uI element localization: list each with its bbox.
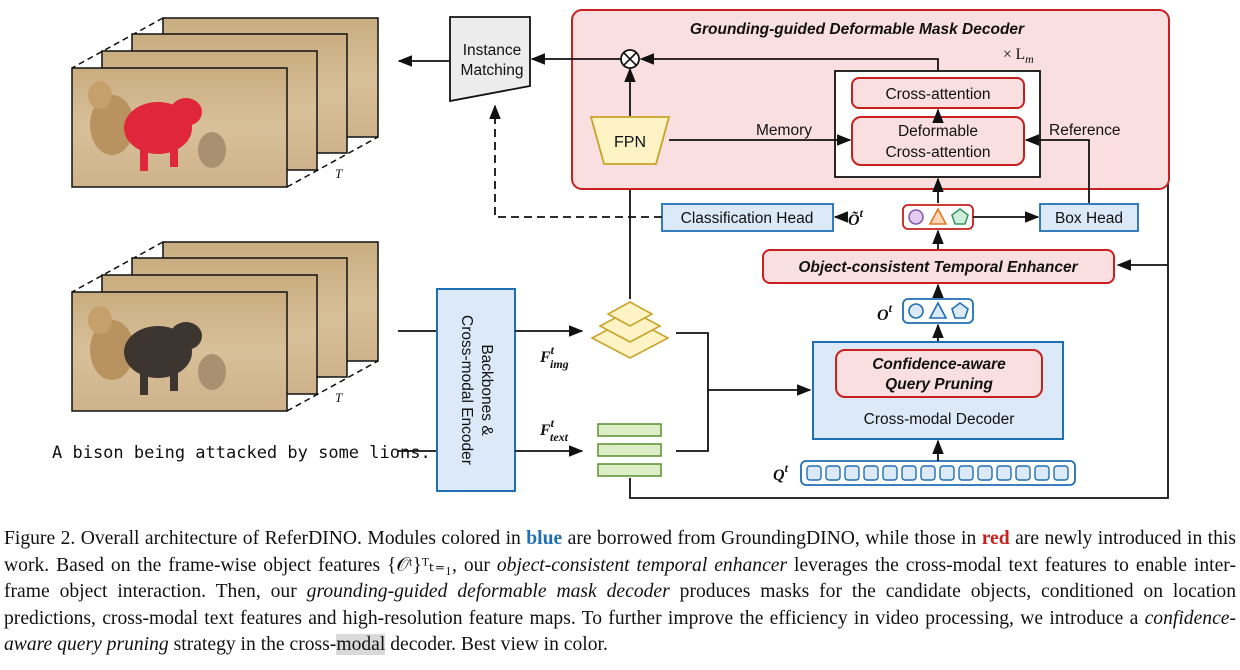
text-prompt: A bison being attacked by some lions. xyxy=(52,443,431,463)
image-feature-pyramid-icon xyxy=(590,301,670,359)
caption-emphasis: confidence-aware query pruning xyxy=(4,607,1236,656)
arrow xyxy=(1024,134,1090,203)
lion-silhouette xyxy=(88,306,134,380)
dashed-arrow xyxy=(489,104,662,218)
fpn-label: FPN xyxy=(614,134,646,151)
query-token-icon xyxy=(825,465,841,481)
circle-token-icon xyxy=(908,209,924,225)
query-token-icon xyxy=(996,465,1012,481)
circle-token-icon xyxy=(908,303,924,319)
cross-attention-box xyxy=(851,77,1025,109)
query-tokens xyxy=(806,465,1069,481)
arrow xyxy=(676,390,709,452)
arrow xyxy=(639,53,939,70)
query-token-icon xyxy=(977,465,993,481)
query-label: Qt xyxy=(773,461,789,484)
query-token-icon xyxy=(863,465,879,481)
enhanced-object-label: Õt xyxy=(848,206,864,229)
box-head-box xyxy=(1039,203,1139,232)
mask-decoder-title: Grounding-guided Deformable Mask Decoder xyxy=(690,21,1025,38)
cross-modal-decoder-label: Cross-modal Decoder xyxy=(864,411,1015,428)
query-token-icon xyxy=(1034,465,1050,481)
triangle-token-icon xyxy=(928,301,948,319)
triangle-token-icon xyxy=(928,207,948,225)
query-token-icon xyxy=(958,465,974,481)
lion-silhouette xyxy=(198,354,226,390)
instance-matching-line2: Matching xyxy=(461,62,524,79)
box-head-label: Box Head xyxy=(1055,210,1123,227)
query-pruning-line2: Query Pruning xyxy=(885,376,993,393)
fpn-box xyxy=(589,116,671,165)
object-features-label: Ot xyxy=(877,301,893,324)
query-token-icon xyxy=(882,465,898,481)
output-video-frames: T xyxy=(71,17,379,188)
query-token-icon xyxy=(1053,465,1069,481)
backbone-encoder-box xyxy=(436,288,516,492)
layer-repeat-label: × Lm xyxy=(1003,46,1034,66)
deformable-label-line2: Cross-attention xyxy=(885,144,990,161)
backbone-label-line1: Backbones & xyxy=(478,344,495,436)
instance-matching-line1: Instance xyxy=(463,42,522,59)
query-tokens-box xyxy=(800,460,1076,486)
reference-label: Reference xyxy=(1049,122,1121,139)
temporal-enhancer-box xyxy=(762,249,1115,284)
query-pruning-line1: Confidence-aware xyxy=(872,356,1006,373)
bison-silhouette xyxy=(124,322,202,395)
query-token-icon xyxy=(844,465,860,481)
arrow xyxy=(676,332,812,396)
deformable-label-line1: Deformable xyxy=(898,123,978,140)
segmented-bison-mask xyxy=(124,98,202,171)
classification-head-label: Classification Head xyxy=(681,210,814,227)
input-video-frames: T xyxy=(71,241,379,412)
query-token-icon xyxy=(901,465,917,481)
text-feature-bars-icon xyxy=(597,423,662,477)
time-axis-label: T xyxy=(335,166,343,181)
architecture-diagram: T T A bison being attacked by some lions… xyxy=(52,9,1170,499)
pentagon-token-icon xyxy=(951,302,969,319)
caption-red-word: red xyxy=(981,528,1010,549)
caption-highlight: modal xyxy=(336,634,386,655)
backbone-label-line2: Cross-modal Encoder xyxy=(458,315,475,465)
query-pruning-box xyxy=(835,349,1043,398)
instance-matching-box xyxy=(449,16,531,103)
pentagon-token-icon xyxy=(951,208,969,225)
query-token-icon xyxy=(806,465,822,481)
classification-head-box xyxy=(661,203,834,232)
cross-attention-label: Cross-attention xyxy=(885,86,990,103)
caption-emphasis: grounding-guided deformable mask decoder xyxy=(306,581,670,602)
time-axis-label: T xyxy=(335,390,343,405)
figure-caption: Figure 2. Overall architecture of ReferD… xyxy=(4,528,1237,656)
caption-blue-word: blue xyxy=(526,528,563,549)
lion-silhouette xyxy=(198,132,226,168)
temporal-enhancer-label: Object-consistent Temporal Enhancer xyxy=(798,259,1078,276)
lion-silhouette xyxy=(88,81,134,155)
caption-emphasis: object-consistent temporal enhancer xyxy=(496,554,788,576)
query-token-icon xyxy=(920,465,936,481)
query-token-icon xyxy=(939,465,955,481)
query-token-icon xyxy=(1015,465,1031,481)
caption-math: {𝒪ᵗ}ᵀₜ₌₁ xyxy=(387,554,452,576)
memory-label: Memory xyxy=(756,122,812,139)
